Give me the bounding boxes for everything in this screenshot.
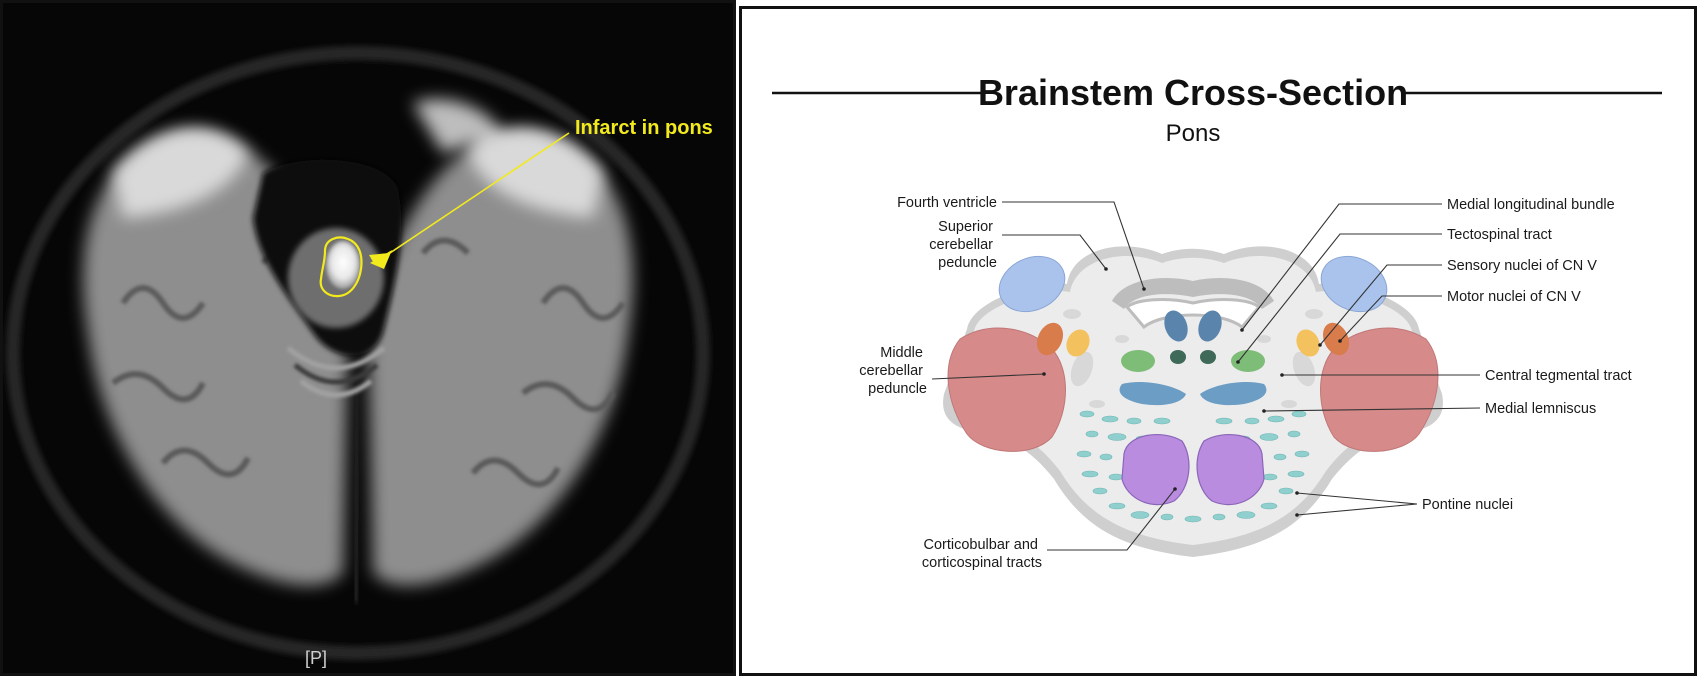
middle-cerebellar-peduncle-right xyxy=(1320,327,1439,452)
cerebellum-folia xyxy=(286,346,386,398)
background-nuclei xyxy=(1063,309,1323,408)
label-middle-cerebellar-peduncle: Middle cerebellar peduncle xyxy=(859,345,927,397)
orientation-marker: [P] xyxy=(305,648,327,668)
superior-cerebellar-peduncle-left xyxy=(998,255,1066,313)
central-tegmental-tract-left xyxy=(1121,350,1155,372)
label-central-tegmental-tract: Central tegmental tract xyxy=(1485,368,1632,384)
infarct-lesion xyxy=(326,241,360,289)
annotation-arrow xyxy=(380,132,570,260)
label-medial-lemniscus: Medial lemniscus xyxy=(1485,401,1596,417)
label-medial-longitudinal-bundle: Medial longitudinal bundle xyxy=(1447,197,1615,213)
tectospinal-tract-right xyxy=(1200,350,1216,364)
medial-longitudinal-bundle-left xyxy=(1164,310,1188,342)
superior-cerebellar-peduncle-right xyxy=(1320,255,1388,313)
medial-lemniscus-right xyxy=(1200,382,1267,406)
fourth-ventricle-shape xyxy=(1112,278,1274,309)
label-pontine-nuclei: Pontine nuclei xyxy=(1422,497,1513,513)
medial-longitudinal-bundle-right xyxy=(1198,310,1222,342)
label-corticobulbar-tracts: Corticobulbar and corticospinal tracts xyxy=(922,537,1042,571)
tectospinal-tract-left xyxy=(1170,350,1186,364)
sensory-nuclei-cn-v-right xyxy=(1296,329,1320,357)
motor-nuclei-cn-v-left xyxy=(1036,322,1064,356)
middle-cerebellar-peduncle-left xyxy=(947,327,1066,452)
central-tegmental-tract-right xyxy=(1231,350,1265,372)
pontine-nuclei-group xyxy=(1076,410,1310,523)
pons-diagram: Brainstem Cross-Section Pons xyxy=(772,72,1662,571)
midline-fissure xyxy=(350,382,363,604)
label-tectospinal-tract: Tectospinal tract xyxy=(1447,227,1552,243)
label-sensory-nuclei-cn-v: Sensory nuclei of CN V xyxy=(1447,258,1597,274)
corticospinal-tract-right xyxy=(1196,433,1265,506)
corticospinal-tract-left xyxy=(1121,433,1190,506)
motor-nuclei-cn-v-right xyxy=(1322,322,1350,356)
temporal-lobes xyxy=(113,99,603,218)
medial-lemniscus-left xyxy=(1119,382,1186,406)
skull-outline xyxy=(6,46,710,660)
infarct-outline xyxy=(319,236,363,298)
pons-cross-section xyxy=(943,246,1443,557)
diagram-title: Brainstem Cross-Section xyxy=(978,72,1408,113)
diagram-subtitle: Pons xyxy=(1166,120,1221,147)
sensory-nuclei-cn-v-left xyxy=(1066,329,1090,357)
diagram-panel: Brainstem Cross-Section Pons xyxy=(739,6,1697,676)
label-fourth-ventricle: Fourth ventricle xyxy=(897,195,997,211)
label-motor-nuclei-cn-v: Motor nuclei of CN V xyxy=(1447,289,1581,305)
mri-image: Infarct in pons [P] xyxy=(6,46,713,668)
annotation-text: Infarct in pons xyxy=(575,117,713,139)
mri-panel: Infarct in pons [P] xyxy=(0,0,736,676)
label-superior-cerebellar-peduncle: Superior cerebellar peduncle xyxy=(929,219,997,271)
